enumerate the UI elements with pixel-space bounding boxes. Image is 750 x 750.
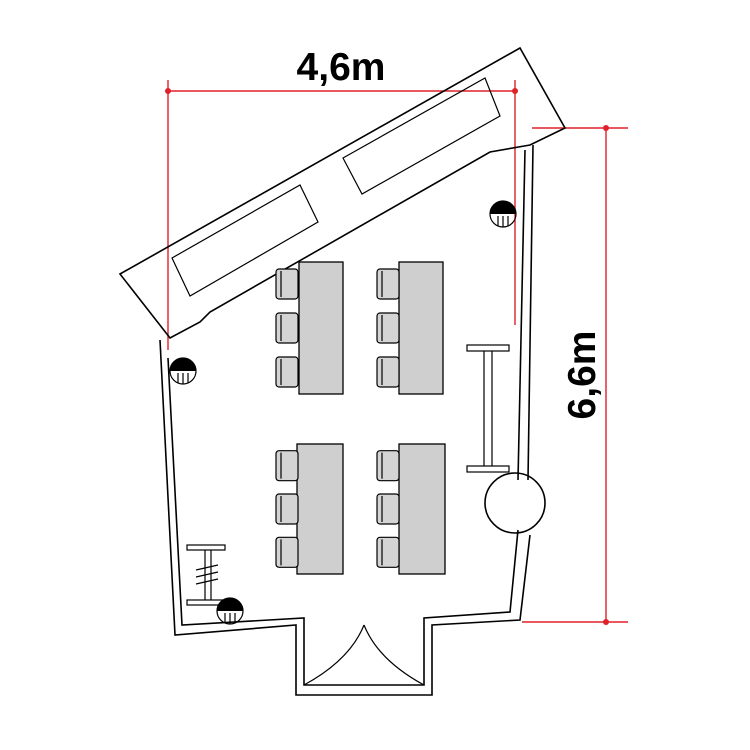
dimension-tick xyxy=(512,88,518,94)
door-leaf-right xyxy=(363,624,425,686)
chair xyxy=(275,312,299,344)
table-group xyxy=(275,261,344,395)
chair xyxy=(376,536,400,568)
heater-icon xyxy=(169,357,197,385)
pillar xyxy=(484,472,546,534)
dimension-tick xyxy=(603,619,609,625)
walls xyxy=(118,46,567,696)
dimension-width: 4,6m xyxy=(165,46,518,350)
dimension-tick xyxy=(603,125,609,131)
chair xyxy=(376,450,400,482)
table-group xyxy=(376,443,446,575)
chair xyxy=(376,356,400,388)
window-niche-right xyxy=(342,77,501,195)
double-door xyxy=(303,624,425,686)
coat-stand xyxy=(186,544,226,606)
door-leaf-left xyxy=(303,624,365,686)
heater-icon xyxy=(216,597,244,625)
inner-wall xyxy=(167,357,519,686)
chair xyxy=(275,356,299,388)
tables-layer xyxy=(275,261,446,575)
table xyxy=(296,443,344,575)
table-group xyxy=(275,443,344,575)
heater-icon xyxy=(489,200,517,228)
top-wall-band xyxy=(118,46,567,340)
dimension-height: 6,6m xyxy=(522,125,628,625)
right-wall-inner xyxy=(517,149,526,481)
chair xyxy=(376,312,400,344)
dimension-tick xyxy=(165,88,171,94)
chair xyxy=(275,536,299,568)
chair xyxy=(275,493,299,525)
dimension-height-label: 6,6m xyxy=(561,331,604,420)
chair xyxy=(275,268,299,300)
outer-wall xyxy=(159,339,531,696)
table xyxy=(398,443,446,575)
chair xyxy=(275,450,299,482)
chair xyxy=(376,268,400,300)
table-group xyxy=(376,261,444,395)
chair xyxy=(376,493,400,525)
table xyxy=(398,261,444,395)
dimension-width-label: 4,6m xyxy=(297,46,386,89)
window-niche-left xyxy=(171,184,319,297)
presentation-stand xyxy=(466,344,510,473)
table xyxy=(298,261,344,395)
right-wall-outer xyxy=(527,144,534,481)
